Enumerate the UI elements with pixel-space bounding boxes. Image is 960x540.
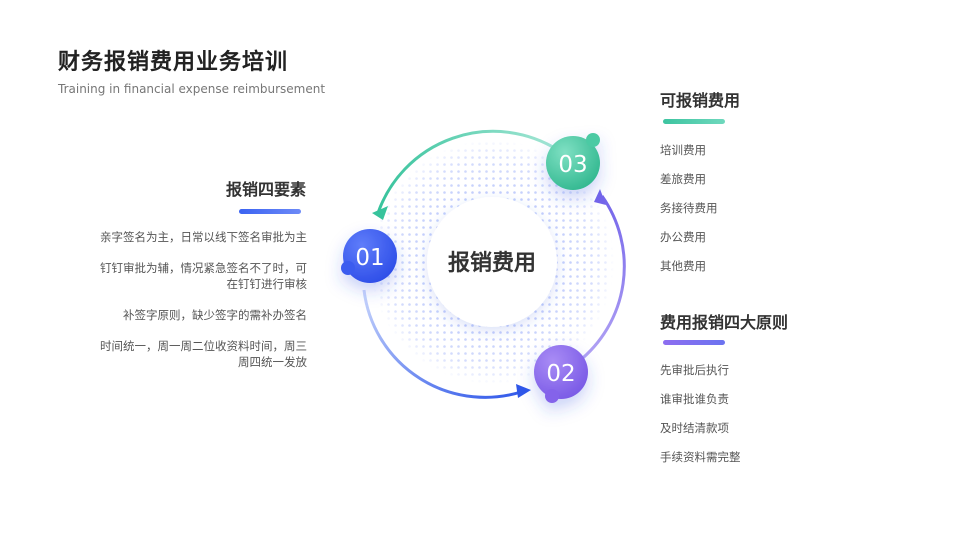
list-item: 其他费用 bbox=[660, 259, 706, 273]
list-item: 钉钉审批为辅，情况紧急签名不了时，可 在钉钉进行审核 bbox=[100, 261, 307, 291]
list-item: 谁审批谁负责 bbox=[660, 392, 729, 406]
center-circle bbox=[427, 197, 557, 327]
arrow-top-icon bbox=[372, 206, 388, 220]
step-02-number: 02 bbox=[546, 361, 575, 387]
list-item: 培训费用 bbox=[660, 143, 706, 157]
right-bottom-list: 先审批后执行 谁审批谁负责 及时结清款项 手续资料需完整 bbox=[660, 362, 741, 478]
step-03 bbox=[546, 133, 600, 190]
step-01-number: 01 bbox=[355, 245, 384, 271]
list-item: 办公费用 bbox=[660, 230, 706, 244]
arrow-bottom-icon bbox=[516, 384, 531, 398]
arc-right bbox=[577, 195, 626, 364]
right-top-title: 可报销费用 bbox=[660, 91, 741, 110]
list-item: 补签字原则，缺少签字的需补办签名 bbox=[123, 308, 307, 322]
list-item: 及时结清款项 bbox=[660, 421, 729, 435]
list-item: 亲字签名为主，日常以线下签名审批为主 bbox=[100, 230, 307, 244]
list-item: 先审批后执行 bbox=[660, 363, 729, 377]
list-item: 务接待费用 bbox=[660, 201, 718, 215]
arc-bottom bbox=[362, 289, 525, 399]
step-01 bbox=[341, 229, 397, 283]
step-03-number: 03 bbox=[558, 152, 587, 178]
left-section-title: 报销四要素 bbox=[225, 180, 306, 199]
right-bottom-underline bbox=[663, 340, 725, 345]
right-bottom-title: 费用报销四大原则 bbox=[660, 313, 789, 332]
page-subtitle: Training in financial expense reimbursem… bbox=[58, 82, 326, 96]
left-section-list: 亲字签名为主，日常以线下签名审批为主 钉钉审批为辅，情况紧急签名不了时，可 在钉… bbox=[47, 229, 307, 385]
list-item: 差旅费用 bbox=[660, 172, 706, 186]
center-label: 报销费用 bbox=[448, 251, 536, 276]
list-item: 手续资料需完整 bbox=[660, 450, 741, 464]
right-top-list: 培训费用 差旅费用 务接待费用 办公费用 其他费用 bbox=[660, 142, 718, 287]
arrow-right-icon bbox=[594, 189, 606, 205]
page-title: 财务报销费用业务培训 bbox=[58, 50, 289, 75]
left-section-underline bbox=[239, 209, 301, 214]
arc-top bbox=[376, 129, 559, 214]
step-02 bbox=[534, 345, 588, 403]
list-item: 时间统一，周一周二位收资料时间，周三 周四统一发放 bbox=[100, 339, 307, 369]
right-top-underline bbox=[663, 119, 725, 124]
